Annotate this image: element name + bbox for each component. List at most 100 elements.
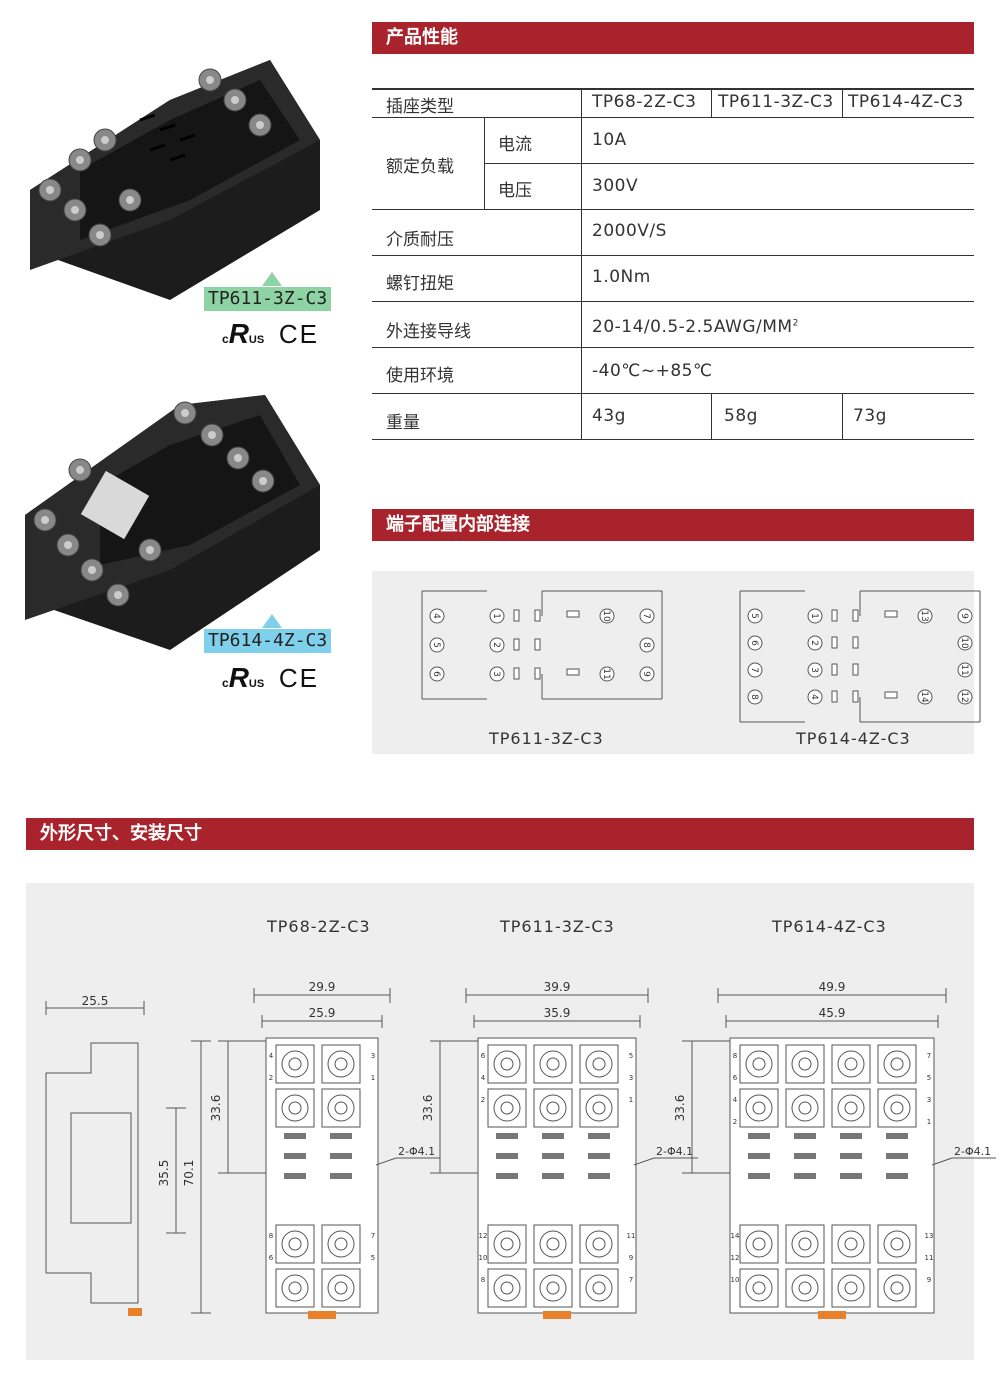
pin-slot <box>588 1173 610 1179</box>
coil-mark <box>884 610 898 618</box>
terminal-number: 6 <box>269 1254 274 1262</box>
pin-slot <box>840 1173 862 1179</box>
pin-slot <box>542 1173 564 1179</box>
terminal-circle <box>807 608 823 624</box>
terminal-circle <box>639 666 655 682</box>
terminal-number: 3 <box>629 1074 633 1082</box>
screw-head-icon <box>288 1281 302 1295</box>
contact-mark <box>831 690 838 703</box>
spec-weight-value: 73g <box>853 406 887 426</box>
inner-width-label: 35.9 <box>544 1006 571 1020</box>
contact-mark <box>852 690 859 703</box>
contact-mark <box>534 638 541 651</box>
hole-spacing-label: 33.6 <box>421 1095 435 1122</box>
terminal-number: 9 <box>959 613 969 619</box>
spec-weight-label: 重量 <box>386 413 420 433</box>
terminal-circle <box>957 689 973 705</box>
product-photo-tp614 <box>20 385 330 650</box>
contact-mark <box>852 663 859 676</box>
pin-slot <box>496 1173 518 1179</box>
screw-head-icon <box>844 1057 858 1071</box>
spec-table: 插座类型 TP68-2Z-C3 TP611-3Z-C3 TP614-4Z-C3 … <box>372 88 974 440</box>
spec-dielectric-value: 2000V/S <box>592 221 667 241</box>
pin-slot <box>284 1173 306 1179</box>
dimension-line <box>633 1157 655 1166</box>
pin-slot <box>284 1133 306 1139</box>
screw-head-icon <box>585 1050 613 1078</box>
terminal-number: 7 <box>629 1276 633 1284</box>
terminal-number: 6 <box>431 671 441 677</box>
spec-torque-value: 1.0Nm <box>592 267 651 287</box>
coil-mark <box>566 668 580 676</box>
screw-head-icon <box>791 1230 819 1258</box>
coil-mark <box>884 691 898 699</box>
spec-env-value: -40℃~+85℃ <box>592 361 713 381</box>
screw-head-icon <box>334 1237 348 1251</box>
screw-head-icon <box>883 1230 911 1258</box>
screw-head-icon <box>546 1101 560 1115</box>
terminal-number: 3 <box>809 667 819 673</box>
terminal-circle <box>429 608 445 624</box>
screw-head-icon <box>883 1274 911 1302</box>
screw-head-icon <box>752 1237 766 1251</box>
terminal-number: 14 <box>919 691 929 703</box>
pin-slot <box>748 1133 770 1139</box>
pin-slot <box>496 1133 518 1139</box>
screw-head-icon <box>837 1230 865 1258</box>
screw-head-icon <box>500 1057 514 1071</box>
pin-slot <box>794 1173 816 1179</box>
screw-head-icon <box>334 1281 348 1295</box>
screw-head-icon <box>500 1237 514 1251</box>
screw-head-icon <box>546 1281 560 1295</box>
screw-head-icon <box>281 1050 309 1078</box>
outer-width-label: 29.9 <box>309 980 336 994</box>
terminal-number: 12 <box>731 1254 740 1262</box>
screw-head-icon <box>585 1094 613 1122</box>
spec-weight-value: 58g <box>724 406 758 426</box>
hole-diameter-label: 2-Φ4.1 <box>954 1145 991 1158</box>
side-width-label: 25.5 <box>82 994 109 1008</box>
screw-head-icon <box>798 1101 812 1115</box>
side-view-outline <box>45 1042 139 1304</box>
dimension-line <box>375 1157 397 1166</box>
spec-torque-label: 螺钉扭矩 <box>386 274 454 294</box>
terminal-circle <box>917 689 933 705</box>
screw-head-icon <box>745 1094 773 1122</box>
screw-head-icon <box>539 1274 567 1302</box>
screw-head-icon <box>327 1094 355 1122</box>
terminal-number: 10 <box>959 637 969 649</box>
screw-head-icon <box>281 1094 309 1122</box>
screw-head-icon <box>592 1281 606 1295</box>
screw-head-icon <box>288 1057 302 1071</box>
terminal-number: 2 <box>269 1074 273 1082</box>
screw-head-icon <box>890 1101 904 1115</box>
pin-slot <box>748 1173 770 1179</box>
terminal-circle <box>489 666 505 682</box>
spec-env-label: 使用环境 <box>386 366 454 386</box>
terminal-number: 5 <box>749 613 759 619</box>
hole-spacing-label: 33.6 <box>209 1095 223 1122</box>
screw-head-icon <box>539 1050 567 1078</box>
terminal-circle <box>917 608 933 624</box>
screw-head-icon <box>500 1281 514 1295</box>
terminal-number: 14 <box>731 1232 740 1240</box>
contact-mark <box>513 667 520 680</box>
dimension-title: TP614-4Z-C3 <box>772 917 887 936</box>
terminal-number: 2 <box>491 642 501 648</box>
screw-head-icon <box>890 1281 904 1295</box>
terminal-number: 4 <box>481 1074 486 1082</box>
terminal-number: 8 <box>749 694 759 700</box>
terminal-number: 2 <box>809 640 819 646</box>
terminal-circle <box>957 608 973 624</box>
hole-diameter-label: 2-Φ4.1 <box>656 1145 693 1158</box>
terminal-number: 13 <box>925 1232 934 1240</box>
contact-mark <box>852 636 859 649</box>
ul-ce-certification-icon: cRUS CE <box>222 662 319 693</box>
pin-slot <box>330 1173 352 1179</box>
pin-slot <box>330 1153 352 1159</box>
terminal-number: 5 <box>371 1254 375 1262</box>
dimension-title: TP68-2Z-C3 <box>267 917 371 936</box>
screw-head-icon <box>288 1101 302 1115</box>
